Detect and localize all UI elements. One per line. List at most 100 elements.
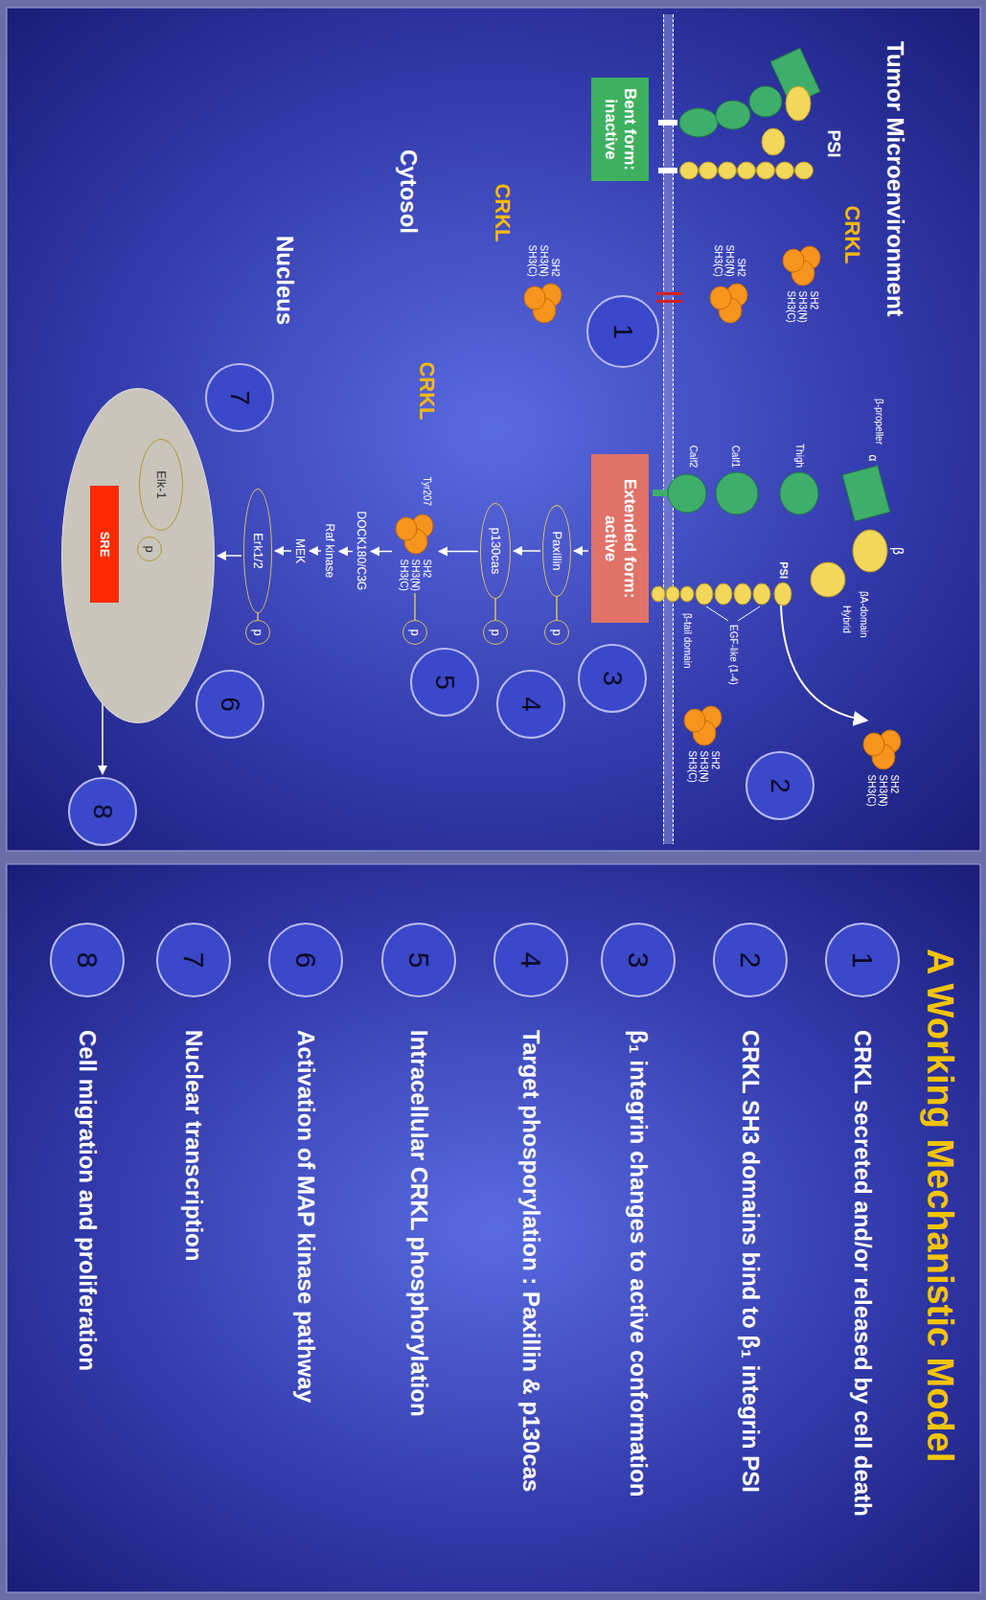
beta-domain — [776, 161, 795, 180]
signal-protein-oval: Paxillin — [542, 504, 572, 597]
domain-name: SH2 — [734, 245, 747, 277]
phospho-mark: p — [549, 628, 565, 636]
conformation-box: Extended form: active — [591, 454, 650, 623]
step-name: DOCK180/C3G — [354, 511, 368, 592]
pathway-arrow — [339, 550, 353, 553]
step-name: MEK — [293, 538, 307, 564]
step-number-circle: 3 — [600, 922, 676, 998]
beta-propeller-shape — [842, 465, 891, 522]
step-number: 2 — [763, 778, 797, 794]
step-number-circle: 6 — [268, 922, 344, 998]
crkl-protein-shape — [861, 727, 904, 772]
phospho-link — [256, 613, 259, 620]
bracket-line — [706, 606, 729, 621]
beta-domain — [756, 161, 776, 180]
step-number: 1 — [606, 323, 640, 340]
step-number: 1 — [845, 952, 880, 969]
beta-tail-domain — [680, 586, 694, 602]
nucleus-ellipse: NucleusElk-1pSRE — [61, 388, 215, 724]
region-label: Tumor Microenvironment — [881, 41, 910, 318]
egf-domain — [753, 583, 771, 605]
protein-label: CRKL — [489, 183, 515, 242]
domain-name: SH3(C) — [865, 775, 877, 807]
domain-name: SH2 — [709, 751, 721, 783]
nucleus-heading: Nucleus — [270, 235, 299, 325]
step-name: Raf kinase — [322, 524, 337, 579]
crkl-protein-shape — [522, 280, 565, 325]
step-number: 3 — [620, 952, 656, 969]
phospho-link — [413, 593, 416, 620]
step-number: 8 — [69, 952, 105, 969]
element-name: SRE — [96, 531, 113, 558]
beta-domain — [699, 161, 718, 180]
step-number: 6 — [288, 952, 323, 969]
cell-membrane — [663, 14, 674, 845]
step-number-circle: 2 — [712, 922, 788, 998]
phospho-circle: p — [482, 619, 508, 645]
step-number-circle: 2 — [745, 751, 815, 821]
phospho-circle: p — [544, 619, 570, 645]
domain-list: SH2SH3(N)SH3(C) — [711, 245, 747, 277]
sre-element: SRE — [90, 485, 119, 603]
step-number: 5 — [428, 674, 461, 690]
step-number-circle: 7 — [205, 363, 275, 433]
domain-name: SH3(N) — [537, 245, 550, 277]
step-number: 7 — [223, 389, 256, 406]
step-number-circle: 6 — [195, 669, 265, 739]
sh-domain-lobe — [710, 286, 732, 310]
protein-name: Erk1/2 — [250, 532, 266, 570]
list-panel — [6, 864, 981, 1593]
membrane-band — [663, 14, 674, 845]
crkl-protein: SH2SH3(N)SH3(C) — [708, 245, 751, 325]
alpha-stalk — [652, 489, 670, 497]
step-description: Intracellular CRKL phosphorylation — [405, 1030, 434, 1418]
chain-label: β — [890, 547, 907, 555]
crkl-protein-shape — [780, 243, 824, 288]
phospho-link — [555, 596, 558, 620]
pathway-arrow — [309, 550, 322, 552]
domain-label: β-propeller — [872, 398, 885, 445]
domain-name: SH2 — [549, 245, 561, 277]
conformation-box: Bent form: inactive — [591, 77, 650, 182]
active-integrin — [651, 465, 891, 721]
beta-tail-domain — [651, 586, 665, 602]
beta-domain — [795, 161, 814, 180]
red-bar — [656, 299, 683, 303]
pathway-step: MEK — [293, 538, 307, 564]
egf-domain — [714, 583, 733, 605]
step-description: Cell migration and proliferation — [73, 1030, 102, 1372]
beta-a-domain — [852, 529, 888, 573]
crkl-protein: SH2SH3(N)SH3(C) — [861, 727, 904, 807]
domain-list: SH2SH3(N)SH3(C) — [865, 775, 900, 807]
phospho-link — [494, 598, 497, 620]
crkl-protein-shape — [393, 511, 436, 556]
step-description: CRKL SH3 domains bind to β₁ integrin PSI — [736, 1030, 765, 1493]
domain-label: Calf1 — [729, 445, 741, 468]
step-number-circle: 7 — [156, 922, 231, 998]
domain-name: SH3(N) — [409, 559, 421, 592]
pathway-arrow — [217, 554, 242, 557]
alpha-domain — [715, 100, 751, 130]
bent-integrin — [658, 47, 821, 180]
sh-domain-lobe — [395, 517, 417, 541]
domain-name: SH3(C) — [397, 559, 410, 592]
step-number: 7 — [176, 952, 211, 969]
step-description: β₁ integrin changes to active conformati… — [624, 1030, 653, 1497]
region-label: Cytosol — [394, 149, 423, 234]
hybrid-domain — [810, 562, 846, 597]
domain-label: PSI — [822, 129, 844, 158]
signal-protein-oval: Elk-1 — [138, 438, 184, 531]
step-description: Nuclear transcription — [180, 1030, 208, 1262]
domain-name: SH3(C) — [711, 245, 724, 277]
step-number-circle: 5 — [381, 922, 457, 998]
domain-label: Thigh — [793, 443, 805, 468]
pathway-arrow — [370, 550, 392, 553]
pathway-arrow — [513, 550, 541, 552]
pathway-arrow — [275, 550, 292, 552]
crkl-protein: SH2SH3(N)SH3(C) — [780, 243, 824, 323]
phospho-mark: p — [141, 545, 158, 552]
crkl-protein-shape — [708, 280, 751, 325]
sh-domain-lobe — [863, 733, 885, 757]
membrane-line — [672, 14, 674, 845]
